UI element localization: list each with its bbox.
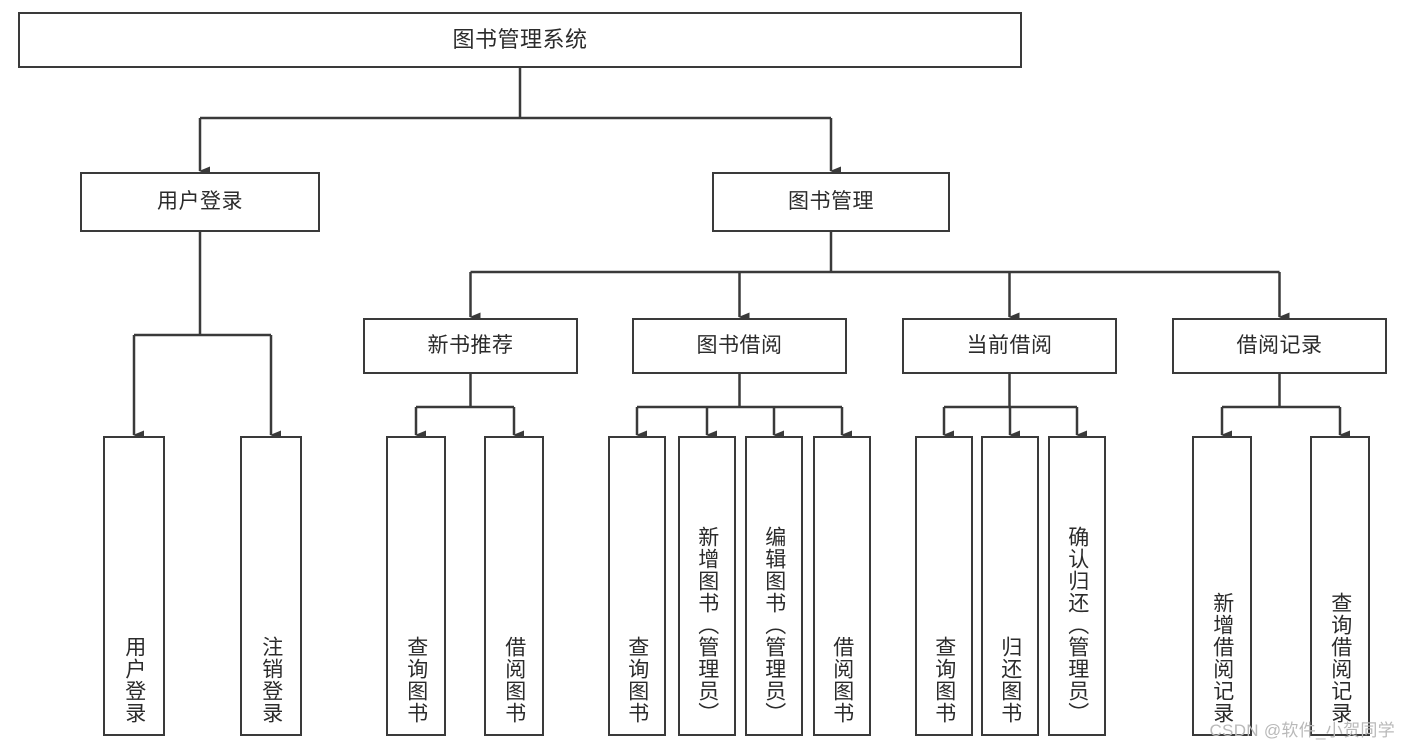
watermark-label: CSDN @软件_小贺同学 <box>1209 721 1395 740</box>
node-current[interactable]: 当前借阅 <box>902 318 1117 374</box>
node-label: 用户登录 <box>122 636 146 724</box>
node-label: 新增借阅记录 <box>1210 592 1234 724</box>
node-leaf-query-record[interactable]: 查询借阅记录 <box>1310 436 1370 736</box>
node-label: 查询图书 <box>404 636 428 724</box>
node-leaf-edit-book[interactable]: 编辑图书（管理员） <box>745 436 803 736</box>
node-label: 编辑图书（管理员） <box>762 526 786 724</box>
node-label: 归还图书 <box>998 636 1022 724</box>
node-label: 借阅记录 <box>1236 334 1323 358</box>
node-label: 查询图书 <box>625 636 649 724</box>
node-label: 借阅图书 <box>502 636 526 724</box>
node-login[interactable]: 用户登录 <box>80 172 320 232</box>
node-label: 新书推荐 <box>427 334 514 358</box>
node-leaf-return-book[interactable]: 归还图书 <box>981 436 1039 736</box>
connector-lines <box>132 68 1350 440</box>
node-label: 注销登录 <box>259 636 283 724</box>
node-label: 图书借阅 <box>696 334 783 358</box>
node-leaf-add-book[interactable]: 新增图书（管理员） <box>678 436 736 736</box>
node-label: 确认归还（管理员） <box>1065 526 1089 724</box>
node-label: 图书管理 <box>788 190 874 214</box>
node-bookmgmt[interactable]: 图书管理 <box>712 172 950 232</box>
node-label: 查询借阅记录 <box>1328 592 1352 724</box>
node-label: 当前借阅 <box>966 334 1053 358</box>
node-leaf-add-record[interactable]: 新增借阅记录 <box>1192 436 1252 736</box>
node-leaf-borrow-book-2[interactable]: 借阅图书 <box>813 436 871 736</box>
node-leaf-confirm-return[interactable]: 确认归还（管理员） <box>1048 436 1106 736</box>
node-leaf-query-book-1[interactable]: 查询图书 <box>386 436 446 736</box>
node-leaf-logout[interactable]: 注销登录 <box>240 436 302 736</box>
node-label: 借阅图书 <box>830 636 854 724</box>
node-leaf-query-book-2[interactable]: 查询图书 <box>608 436 666 736</box>
node-label: 新增图书（管理员） <box>695 526 719 724</box>
node-leaf-borrow-book-1[interactable]: 借阅图书 <box>484 436 544 736</box>
node-label: 图书管理系统 <box>452 26 588 52</box>
node-newbook[interactable]: 新书推荐 <box>363 318 578 374</box>
node-leaf-user-login[interactable]: 用户登录 <box>103 436 165 736</box>
node-label: 用户登录 <box>157 190 243 214</box>
node-borrow[interactable]: 图书借阅 <box>632 318 847 374</box>
node-root[interactable]: 图书管理系统 <box>18 12 1022 68</box>
node-label: 查询图书 <box>932 636 956 724</box>
node-leaf-query-book-3[interactable]: 查询图书 <box>915 436 973 736</box>
node-records[interactable]: 借阅记录 <box>1172 318 1387 374</box>
